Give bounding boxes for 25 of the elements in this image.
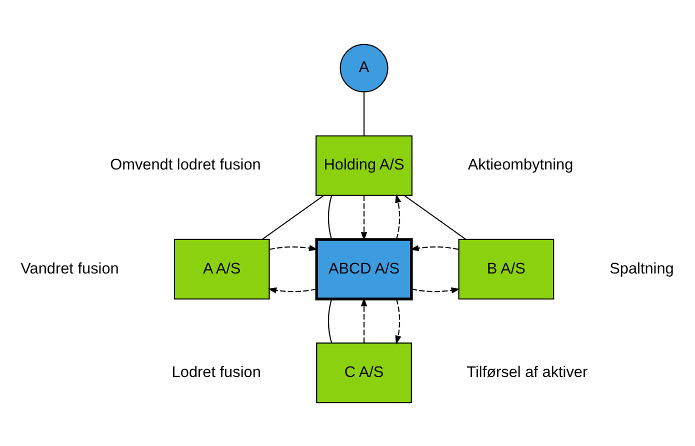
arrow xyxy=(411,286,460,293)
node-box: Holding A/S xyxy=(316,134,413,196)
arrow xyxy=(395,298,402,344)
label: Aktieombytning xyxy=(468,156,574,174)
legend-label: Lodret fusion xyxy=(172,363,261,380)
arrow xyxy=(360,296,368,342)
connector xyxy=(404,194,466,240)
node-box: B A/S xyxy=(458,238,554,300)
arrow xyxy=(269,244,318,251)
node-circle: A xyxy=(340,43,388,92)
arrow xyxy=(410,244,459,251)
arrow xyxy=(395,193,402,239)
legend-label: Spaltning xyxy=(610,260,674,277)
connector xyxy=(328,194,332,239)
node-box: C A/S xyxy=(316,342,412,403)
legend-label: Omvendt lodret fusion xyxy=(110,156,261,174)
connector xyxy=(363,92,365,136)
label: Tilførsel af aktiver xyxy=(466,363,588,380)
node-box: ABCD A/S xyxy=(315,238,413,300)
arrow xyxy=(268,286,316,293)
connector xyxy=(328,298,332,343)
arrow xyxy=(360,195,368,240)
legend-label: Vandret fusion xyxy=(20,260,119,277)
connector xyxy=(262,194,324,240)
node-box: A A/S xyxy=(174,238,270,300)
